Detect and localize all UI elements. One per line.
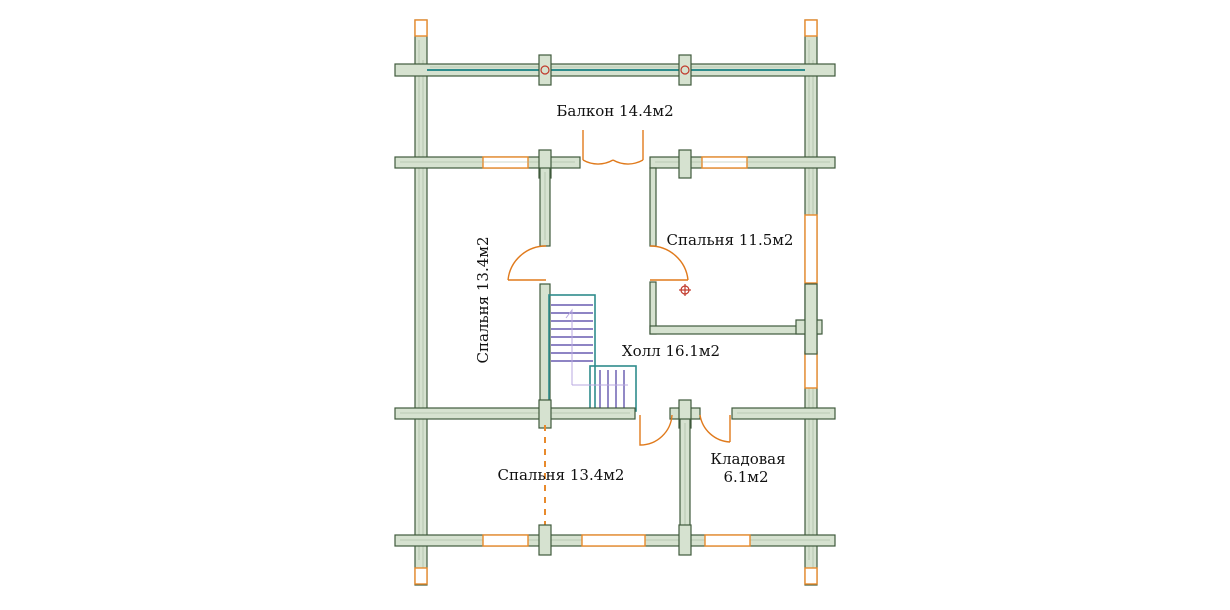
wall-left-bedroom: [507, 167, 551, 415]
wall-storage-divider: [679, 418, 691, 540]
balcony-door: [582, 130, 644, 165]
label-hall: Холл 16.1м2: [622, 342, 720, 360]
label-bedroom-bottom: Спальня 13.4м2: [498, 466, 625, 484]
label-bedroom-left: Спальня 13.4м2: [474, 237, 492, 364]
label-balcony: Балкон 14.4м2: [556, 102, 673, 120]
label-storage-name: Кладовая: [710, 450, 785, 468]
wall-left-outer: [414, 19, 428, 586]
label-bedroom-right: Спальня 11.5м2: [667, 231, 794, 249]
wall-right-bedroom: [649, 167, 823, 355]
label-storage-area: 6.1м2: [723, 468, 768, 486]
wall-bottom-outer: [394, 524, 836, 556]
balcony-rail: [394, 54, 836, 86]
wall-hall-bottom: [394, 399, 836, 446]
wall-balcony-line: [394, 149, 836, 179]
